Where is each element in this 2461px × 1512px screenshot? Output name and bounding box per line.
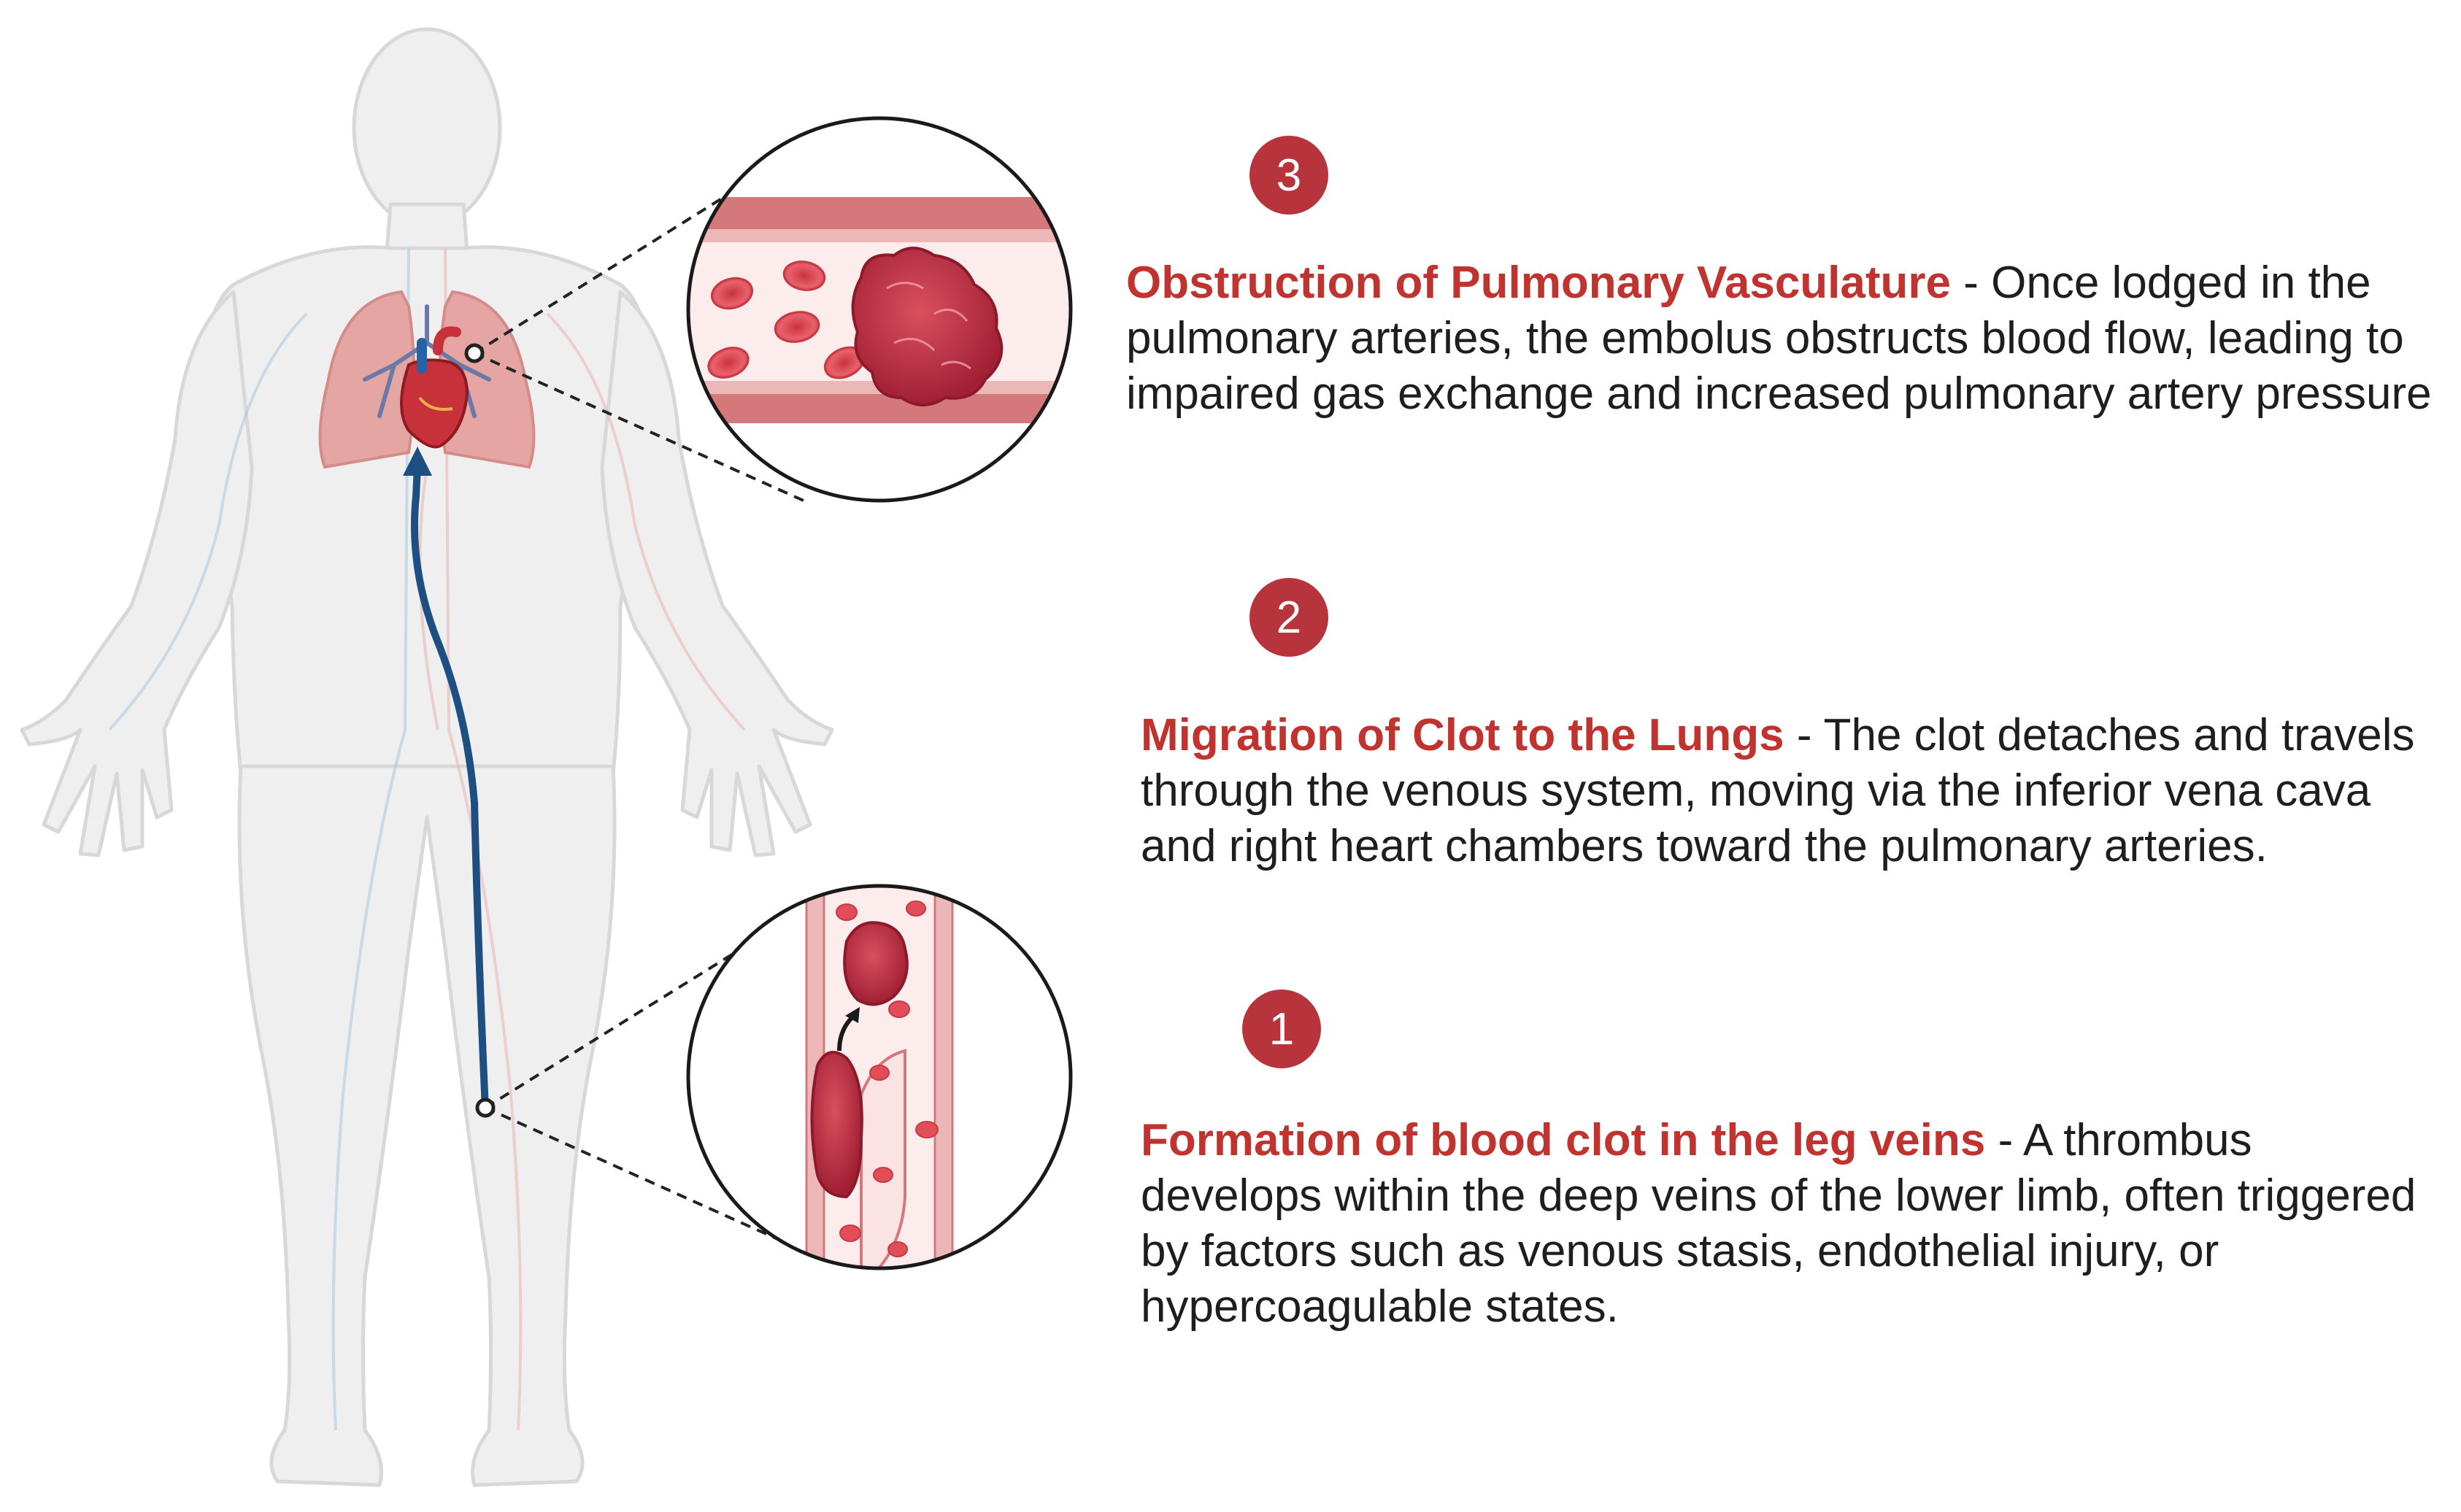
body-vessels [108, 247, 746, 1431]
step-3-description: Once lodged in the pulmonary arteries, t… [1126, 258, 2432, 419]
pulmonary-embolus-zoom [686, 116, 1073, 503]
clot-migration-arrow [403, 447, 489, 1113]
step-2-title: Migration of Clot to the Lungs [1141, 710, 1784, 760]
lung-clot-marker [464, 343, 485, 363]
step-3-title: Obstruction of Pulmonary Vasculature [1126, 258, 1952, 308]
deep-vein-thrombus-zoom [686, 884, 1073, 1270]
step-2-number-badge: 2 [1249, 578, 1328, 657]
step-1-description: A thrombus develops within the deep vein… [1141, 1115, 2416, 1332]
step-3-text: Obstruction of Pulmonary Vasculature - O… [1126, 255, 2440, 422]
step-3-number-badge: 3 [1249, 136, 1328, 215]
step-1-text: Formation of blood clot in the leg veins… [1141, 1113, 2440, 1335]
step-3-separator: - [1951, 258, 1992, 308]
step-2-text: Migration of Clot to the Lungs - The clo… [1141, 708, 2447, 874]
step-1-number-badge: 1 [1242, 990, 1321, 1068]
detached-clot [843, 921, 909, 1006]
step-2-description: The clot detaches and travels through th… [1141, 710, 2415, 871]
arrow-up-icon [403, 447, 432, 476]
heart-icon [400, 326, 469, 449]
red-blood-cell [782, 261, 826, 291]
red-blood-cell [710, 277, 754, 310]
step-2-separator: - [1784, 710, 1824, 760]
step-1-separator: - [1985, 1115, 2024, 1165]
thrombus [810, 1051, 863, 1199]
callout-connectors [473, 155, 811, 1242]
leg-clot-marker [475, 1098, 496, 1118]
red-blood-cell [774, 311, 820, 343]
step-1-title: Formation of blood clot in the leg veins [1141, 1115, 1986, 1165]
red-blood-cell [707, 347, 750, 379]
